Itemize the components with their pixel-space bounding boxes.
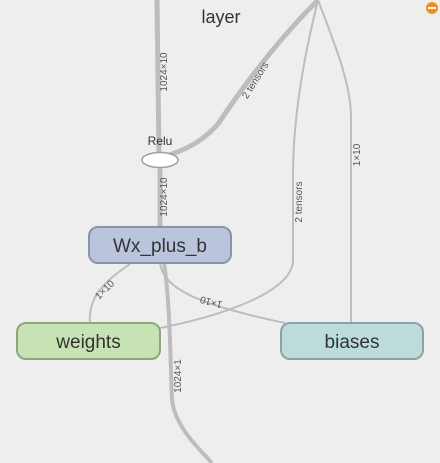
edge-top-to-weights xyxy=(149,0,319,331)
edge-weights-to-wx xyxy=(88,263,131,325)
edge-top-to-relu xyxy=(159,0,320,161)
weights-node[interactable]: weights xyxy=(16,322,161,360)
edge-label-wx-output: 1024×1 xyxy=(173,359,184,393)
edge-input-to-relu xyxy=(154,0,162,157)
edge-label-biases-to-wx: 1×10 xyxy=(199,293,224,310)
weights-label: weights xyxy=(55,332,120,353)
biases-label: biases xyxy=(325,332,380,353)
biases-node[interactable]: biases xyxy=(280,322,424,360)
edge-label-top-to-biases: 1×10 xyxy=(352,143,363,166)
edge-top-to-biases xyxy=(317,0,352,323)
edge-label-weights-to-wx: 1×10 xyxy=(93,278,117,302)
edge-label-top-to-relu: 2 tensors xyxy=(240,60,271,101)
relu-ellipse[interactable] xyxy=(141,151,179,169)
relu-node[interactable]: Relu xyxy=(141,134,179,169)
edge-biases-to-wx xyxy=(159,263,286,324)
wx-plus-b-node[interactable]: Wx_plus_b xyxy=(88,226,232,264)
edge-label-relu-to-wx: 1024×10 xyxy=(159,177,170,217)
group-title: layer xyxy=(201,7,240,27)
wx-plus-b-label: Wx_plus_b xyxy=(113,236,207,257)
edge-wx-output xyxy=(162,261,214,463)
edge-label-input-to-relu: 1024×10 xyxy=(159,52,170,92)
wx-plus-b-box[interactable] xyxy=(88,226,232,264)
edge-label-top-to-weights: 2 tensors xyxy=(294,181,305,222)
collapse-badge-icon[interactable] xyxy=(426,2,438,14)
biases-box[interactable] xyxy=(280,322,424,360)
relu-label: Relu xyxy=(148,134,173,148)
weights-box[interactable] xyxy=(16,322,161,360)
